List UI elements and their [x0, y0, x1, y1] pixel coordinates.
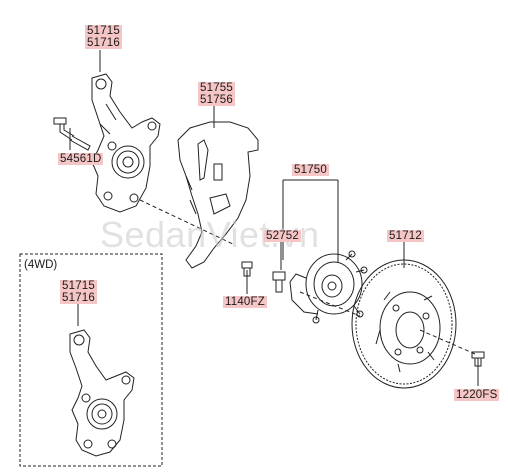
label-hub-bolt: 52752: [264, 230, 301, 242]
wheel-hub-assembly: [289, 250, 368, 324]
label-bolt: 54561D: [58, 153, 104, 165]
label-knuckle-4wd-2: 51716: [60, 292, 97, 304]
fwd-group-box: [19, 253, 163, 467]
brake-disc: [351, 259, 457, 389]
label-disc: 51712: [387, 230, 424, 242]
dust-cover: [177, 121, 259, 269]
label-hub-assy: 51750: [292, 164, 329, 176]
screw-1140FZ: [241, 261, 253, 277]
steering-knuckle-top: [91, 73, 161, 213]
label-disc-screw: 1220FS: [454, 389, 500, 401]
label-knuckle-4wd-1: 51715: [60, 280, 97, 292]
bolt-54561D: [53, 117, 91, 151]
label-knuckle-top-1: 51715: [85, 25, 122, 37]
screw-1220FS: [471, 351, 485, 367]
label-dust-cover-1: 51755: [198, 82, 235, 94]
label-dust-cover-2: 51756: [198, 94, 235, 106]
steering-knuckle-4wd: [69, 329, 135, 457]
hub-bolt-52752: [272, 271, 286, 293]
label-cover-screw: 1140FZ: [223, 296, 267, 308]
label-4wd-title: (4WD): [24, 259, 58, 271]
label-knuckle-top-2: 51716: [85, 37, 122, 49]
